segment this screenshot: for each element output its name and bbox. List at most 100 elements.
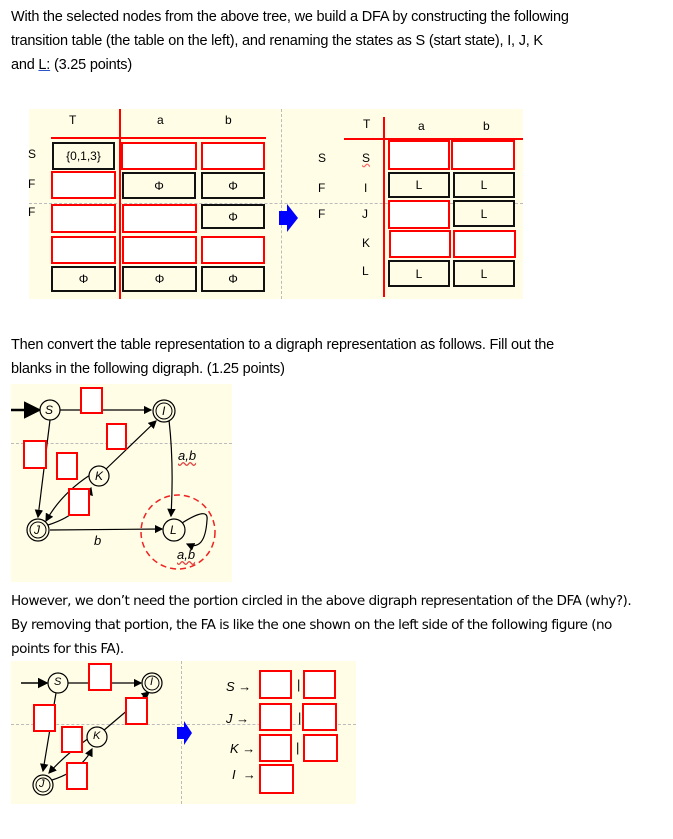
cell-b-I: L [453, 172, 515, 198]
blank-a-0[interactable] [121, 142, 197, 170]
alt-separator: | [296, 740, 300, 755]
intro-line-3: and L: (3.25 points) [11, 53, 569, 77]
blank-K-rhs-2[interactable] [303, 734, 338, 762]
edge-label-L-loop: a,b [177, 547, 196, 562]
blank-T-1[interactable] [51, 171, 116, 199]
blank-a-3[interactable] [122, 236, 197, 264]
blank-b-S[interactable] [451, 140, 515, 170]
node-K: K [93, 730, 101, 742]
blank-J-rhs-2[interactable] [302, 703, 337, 731]
digraph-figure: S I K J L a,b b a,b [11, 384, 232, 582]
blank-edge-S-I[interactable] [80, 387, 103, 414]
header-a: a [157, 113, 164, 127]
row-label: S [28, 147, 37, 161]
node-S: S [54, 676, 62, 688]
blank-a-S[interactable] [388, 140, 450, 170]
blank-edge-S-J[interactable] [23, 440, 47, 469]
blank-T-2[interactable] [51, 204, 116, 233]
cell-T-4: Φ [51, 266, 116, 292]
convert-paragraph: Then convert the table representation to… [11, 333, 554, 381]
convert-line-1: Then convert the table representation to… [11, 337, 554, 353]
reduced-fa-edges [21, 672, 163, 796]
blank-a-J[interactable] [388, 200, 450, 229]
blank-edge-K-I[interactable] [106, 423, 127, 450]
grammar-lhs: S → [226, 679, 252, 694]
flag-label: F [318, 207, 326, 221]
header-T: T [69, 113, 77, 127]
flag-label: S [318, 151, 327, 165]
cell-b-1: Φ [201, 172, 265, 199]
node-J: J [39, 778, 45, 790]
blank-K-rhs-1[interactable] [259, 734, 292, 762]
edge-label-I-L: a,b [178, 448, 197, 463]
state-label: K [362, 236, 371, 250]
header-divider [51, 137, 266, 139]
blank-S-rhs-2[interactable] [303, 670, 336, 699]
cell-b-2: Φ [201, 204, 265, 229]
blue-arrow-icon [177, 721, 192, 745]
however-line-1: However, we don’t need the portion circl… [11, 593, 632, 609]
grammar-lhs: I → [232, 767, 256, 782]
state-label: J [362, 207, 368, 221]
blank-b-3[interactable] [201, 236, 265, 264]
blank-J-rhs-1[interactable] [259, 703, 292, 731]
digraph-edges [11, 399, 216, 570]
cell-b-L: L [453, 260, 515, 287]
however-paragraph: However, we don’t need the portion circl… [11, 589, 632, 661]
blank-edge-S-J[interactable] [33, 704, 56, 732]
node-I: I [150, 676, 154, 688]
blank-edge-J-K[interactable] [66, 762, 88, 790]
convert-line-2: blanks in the following digraph. (1.25 p… [11, 361, 285, 377]
reduced-fa-figure: S I K J S → J → K → I → | | | [11, 661, 356, 804]
node-I: I [162, 404, 166, 418]
transition-table-figure: T a b S F F {0,1,3} Φ Φ Φ Φ Φ Φ T a b S … [28, 109, 523, 299]
node-J: J [34, 523, 40, 537]
cell-b-J: L [453, 200, 515, 227]
guide-line [281, 109, 282, 299]
row-label: F [28, 205, 36, 219]
blank-b-K[interactable] [453, 230, 516, 258]
state-label: L [362, 264, 369, 278]
blank-I-rhs-1[interactable] [259, 764, 294, 794]
intro-text: and [11, 57, 39, 73]
blank-a-2[interactable] [122, 204, 197, 233]
header-T: T [363, 117, 371, 131]
intro-line-1: With the selected nodes from the above t… [11, 9, 569, 25]
blank-edge-K-J[interactable] [61, 726, 83, 753]
cell-a-L: L [388, 260, 450, 287]
however-line-2: By removing that portion, the FA is like… [11, 617, 612, 633]
header-a: a [418, 119, 425, 133]
header-b: b [483, 119, 490, 133]
header-b: b [225, 113, 232, 127]
blank-edge-K-I[interactable] [125, 697, 148, 725]
blank-T-3[interactable] [51, 236, 116, 264]
cell-a-4: Φ [122, 266, 197, 292]
blank-edge-K-J[interactable] [56, 452, 78, 480]
link-L[interactable]: L: [38, 57, 51, 73]
guide-line [29, 203, 523, 204]
cell-T-0: {0,1,3} [52, 142, 115, 170]
however-line-3: points for this FA). [11, 641, 124, 657]
blank-b-0[interactable] [201, 142, 265, 170]
cell-b-4: Φ [201, 266, 265, 292]
column-divider [383, 117, 385, 297]
node-K: K [95, 469, 104, 483]
flag-label: F [318, 181, 326, 195]
cell-a-I: L [388, 172, 450, 198]
row-label: F [28, 177, 36, 191]
alt-separator: | [297, 677, 301, 692]
guide-line [11, 724, 356, 725]
blank-S-rhs-1[interactable] [259, 670, 292, 699]
blank-edge-J-K[interactable] [68, 488, 90, 516]
grammar-lhs: J → [226, 711, 250, 726]
node-S: S [45, 403, 54, 417]
intro-paragraph: With the selected nodes from the above t… [11, 5, 569, 77]
intro-line-2: transition table (the table on the left)… [11, 33, 543, 49]
grammar-lhs: K → [230, 741, 256, 756]
edge-label-J-L: b [94, 533, 102, 548]
blank-a-K[interactable] [389, 230, 451, 258]
state-label: S [362, 151, 371, 165]
cell-a-1: Φ [122, 172, 196, 199]
header-divider [344, 138, 523, 140]
blank-edge-S-I[interactable] [88, 663, 112, 691]
